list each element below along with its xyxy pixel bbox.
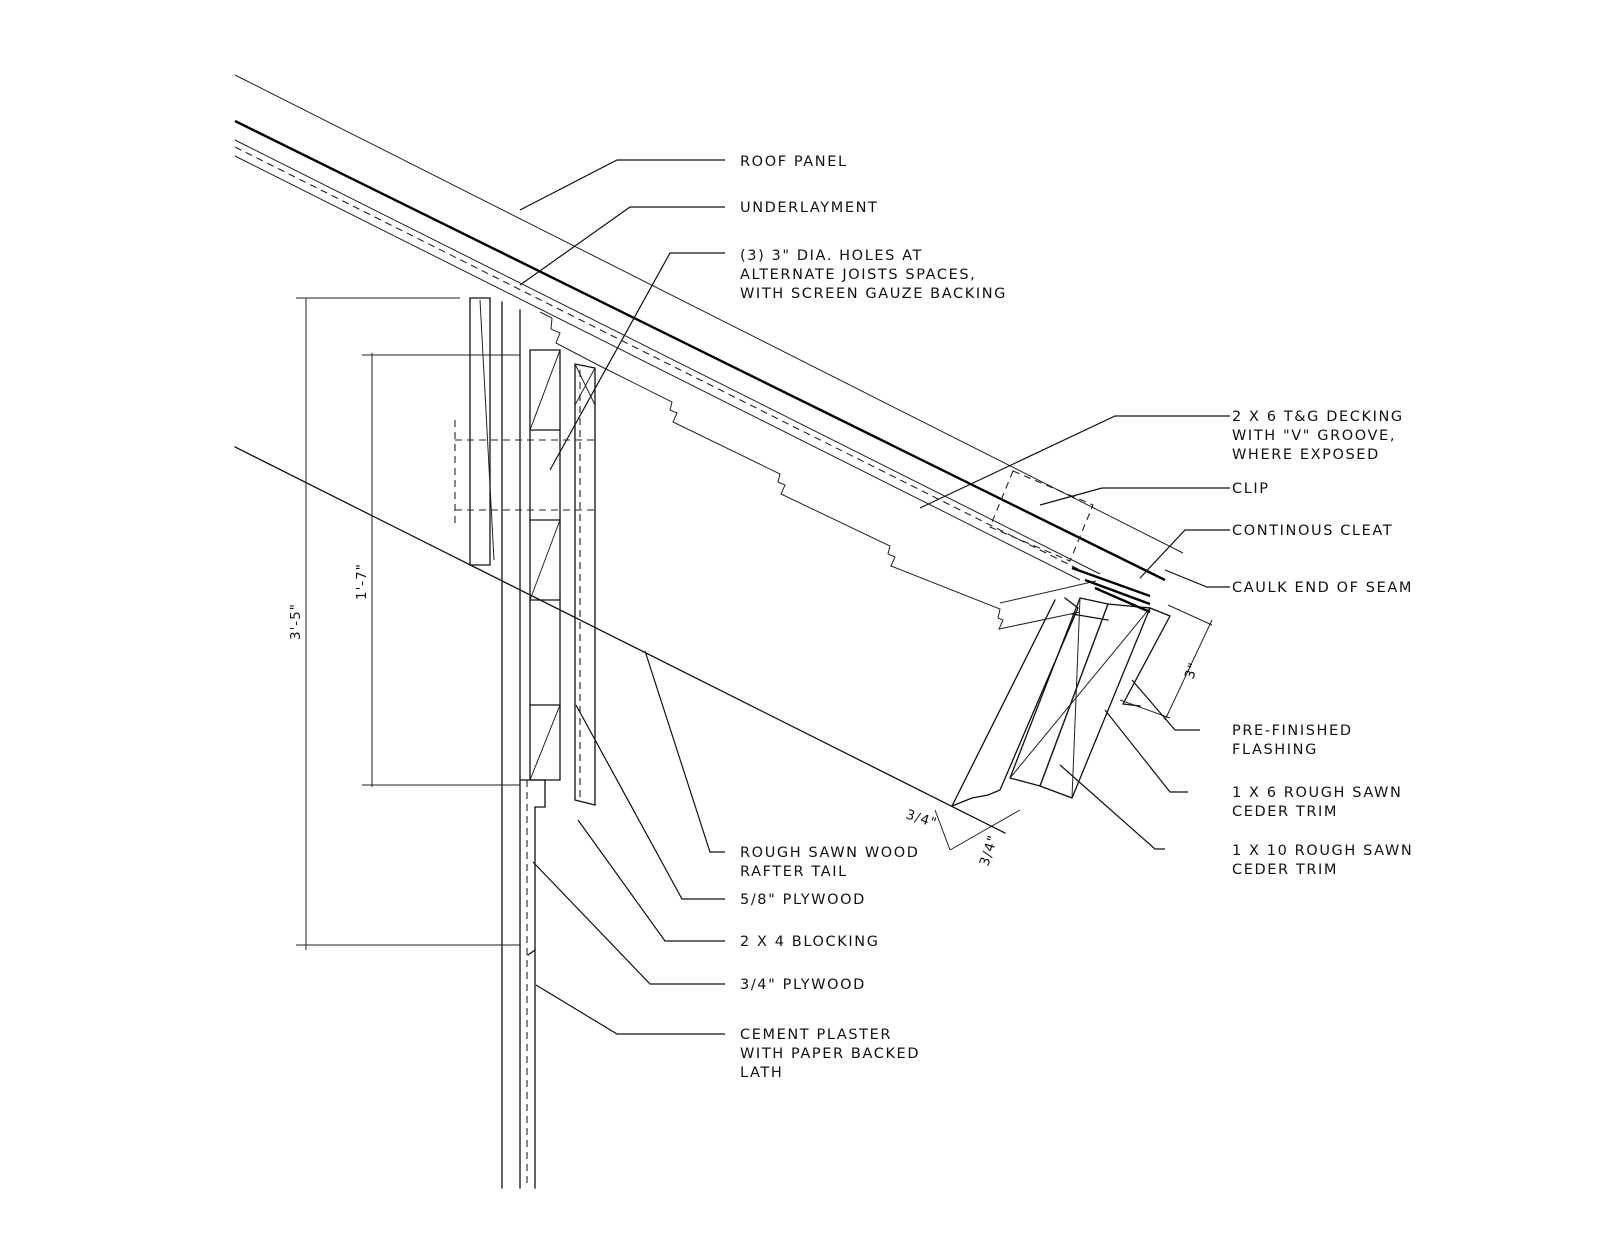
leader-lines (519, 159, 1230, 1035)
label-decking-1: 2 X 6 T&G DECKING (1232, 409, 1404, 425)
label-clip: CLIP (1232, 481, 1270, 497)
label-blocking: 2 X 4 BLOCKING (740, 934, 880, 950)
label-caulk: CAULK END OF SEAM (1232, 580, 1413, 596)
callout-labels: ROOF PANEL UNDERLAYMENT (3) 3" DIA. HOLE… (740, 154, 1413, 1081)
label-trim10-1: 1 X 10 ROUGH SAWN (1232, 843, 1413, 859)
label-plaster-1: CEMENT PLASTER (740, 1027, 892, 1043)
label-holes-1: (3) 3" DIA. HOLES AT (740, 248, 923, 264)
label-decking-3: WHERE EXPOSED (1232, 447, 1380, 463)
dimension-labels: 3'-5" 1'-7" 3" 3/4" 3/4" (288, 563, 1203, 868)
label-plaster-2: WITH PAPER BACKED (740, 1046, 920, 1062)
label-rafter-1: ROUGH SAWN WOOD (740, 845, 920, 861)
label-plaster-3: LATH (740, 1065, 783, 1081)
label-flashing-2: FLASHING (1232, 742, 1318, 758)
dim-chamfer-a: 3/4" (904, 807, 939, 832)
label-plywood-58: 5/8" PLYWOOD (740, 892, 866, 908)
dim-overall: 3'-5" (288, 603, 304, 640)
label-rafter-2: RAFTER TAIL (740, 864, 848, 880)
rafter-tail (951, 597, 1109, 807)
fascia-trim (989, 470, 1171, 799)
label-plywood-34: 3/4" PLYWOOD (740, 977, 866, 993)
dim-chamfer-b: 3/4" (977, 833, 1002, 868)
roof-assembly (234, 74, 1184, 834)
label-trim6-1: 1 X 6 ROUGH SAWN (1232, 785, 1402, 801)
wall-assembly (454, 297, 596, 1189)
label-trim6-2: CEDER TRIM (1232, 804, 1338, 820)
label-holes-3: WITH SCREEN GAUZE BACKING (740, 286, 1007, 302)
label-trim10-2: CEDER TRIM (1232, 862, 1338, 878)
label-decking-2: WITH "V" GROOVE, (1232, 428, 1396, 444)
label-roof-panel: ROOF PANEL (740, 154, 848, 170)
label-underlayment: UNDERLAYMENT (740, 200, 879, 216)
dim-inner: 1'-7" (354, 563, 370, 600)
label-holes-2: ALTERNATE JOISTS SPACES, (740, 267, 976, 283)
label-continuous-cleat: CONTINOUS CLEAT (1232, 523, 1393, 539)
dimension-lines (296, 297, 1213, 950)
dim-flashing: 3" (1182, 660, 1203, 681)
label-flashing-1: PRE-FINISHED (1232, 723, 1353, 739)
